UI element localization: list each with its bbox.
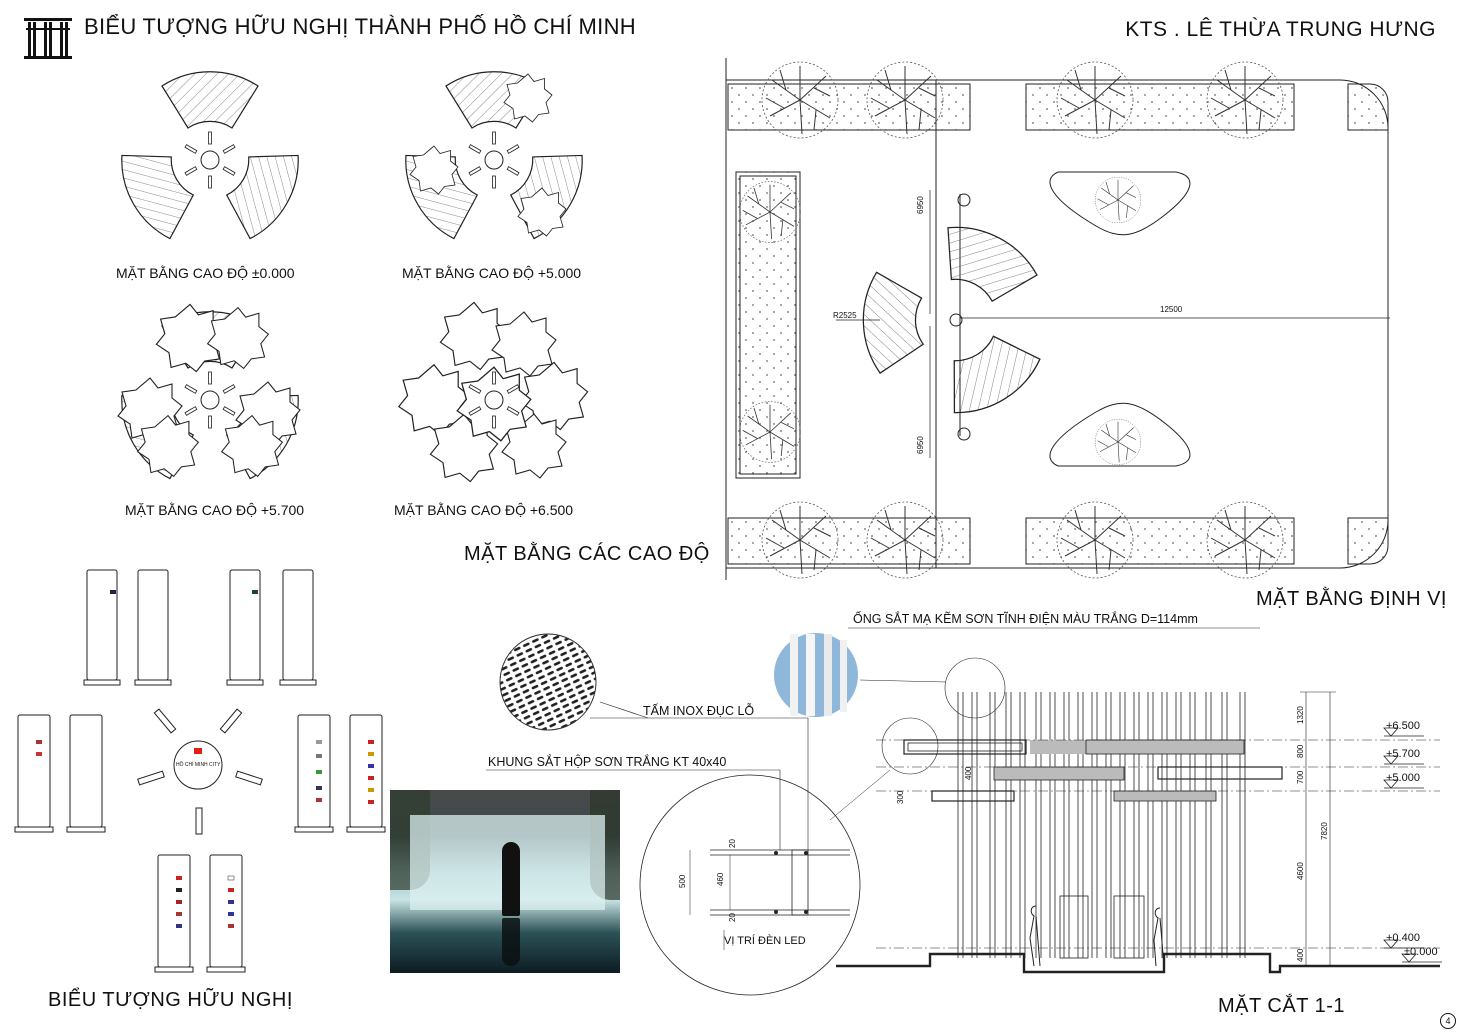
dim-700: 700 <box>1296 770 1305 784</box>
level-0400: +0.400 <box>1386 932 1420 944</box>
detail-dim-bottom: 20 <box>728 913 737 922</box>
dim-1320: 1320 <box>1296 706 1305 724</box>
friendship-plan <box>14 569 386 973</box>
pipes <box>957 692 1246 958</box>
section-title-cut: MẶT CẮT 1-1 <box>1218 995 1346 1017</box>
note-led: VỊ TRÍ ĐÈN LED <box>724 935 806 947</box>
dim-bottom: 6950 <box>916 436 925 454</box>
dim-300: 300 <box>896 790 905 804</box>
caption-level-6500: MẶT BẰNG CAO ĐỘ +6.500 <box>394 502 574 518</box>
author-name: KTS . LÊ THỪA TRUNG HƯNG <box>1125 18 1436 41</box>
plan-level-5700 <box>108 303 312 487</box>
dim-7820: 7820 <box>1320 822 1329 840</box>
detail-dim-460: 460 <box>716 872 725 886</box>
page-title: BIỂU TƯỢNG HỮU NGHỊ THÀNH PHỐ HỒ CHÍ MIN… <box>84 14 636 39</box>
level-0000: ±0.000 <box>1404 946 1438 958</box>
plan-level-0 <box>108 71 312 247</box>
section-drawing <box>486 627 1442 974</box>
dim-800: 800 <box>1296 744 1305 758</box>
perforated-panel-detail <box>499 633 597 731</box>
section-title-friendship: BIỂU TƯỢNG HỮU NGHỊ <box>48 989 293 1011</box>
note-pipe: ỐNG SẮT MẠ KẼM SƠN TĨNH ĐIỆN MÀU TRẮNG D… <box>853 612 1198 626</box>
note-frame: KHUNG SẮT HỘP SƠN TRẮNG KT 40x40 <box>488 755 727 769</box>
night-photo <box>390 790 620 973</box>
plan-level-6500 <box>398 301 589 483</box>
level-6500: +6.500 <box>1386 720 1420 732</box>
photo-person <box>502 842 520 916</box>
dim-top: 6950 <box>916 196 925 214</box>
section-title-site-plan: MẶT BẰNG ĐỊNH VỊ <box>1256 588 1447 610</box>
center-label: HỒ CHÍ MINH CITY <box>176 762 221 768</box>
photo-reflection <box>502 918 520 966</box>
dim-length: 12500 <box>1160 305 1183 314</box>
page-number: 4 <box>1440 1013 1456 1029</box>
level-5700: +5.700 <box>1386 748 1420 760</box>
caption-level-0: MẶT BẰNG CAO ĐỘ ±0.000 <box>116 265 295 281</box>
dim-4600: 4600 <box>1296 862 1305 880</box>
dim-400-left: 400 <box>964 766 973 780</box>
detail-dim-top: 20 <box>728 839 737 848</box>
pipe-detail <box>774 633 858 717</box>
caption-level-5000: MẶT BẰNG CAO ĐỘ +5.000 <box>402 265 582 281</box>
site-plan <box>725 58 1390 580</box>
frame-detail <box>639 774 861 996</box>
detail-dim-500: 500 <box>678 874 687 888</box>
level-5000: +5.000 <box>1386 772 1420 784</box>
dim-400-right: 400 <box>1296 948 1305 962</box>
note-panel: TẤM INOX ĐỤC LỖ <box>643 704 755 718</box>
section-title-levels: MẶT BẰNG CÁC CAO ĐỘ <box>464 543 710 565</box>
caption-level-5700: MẶT BẰNG CAO ĐỘ +5.700 <box>125 502 305 518</box>
logo <box>22 18 74 60</box>
dim-radius: R2525 <box>833 311 857 320</box>
plan-level-5000 <box>392 71 596 247</box>
